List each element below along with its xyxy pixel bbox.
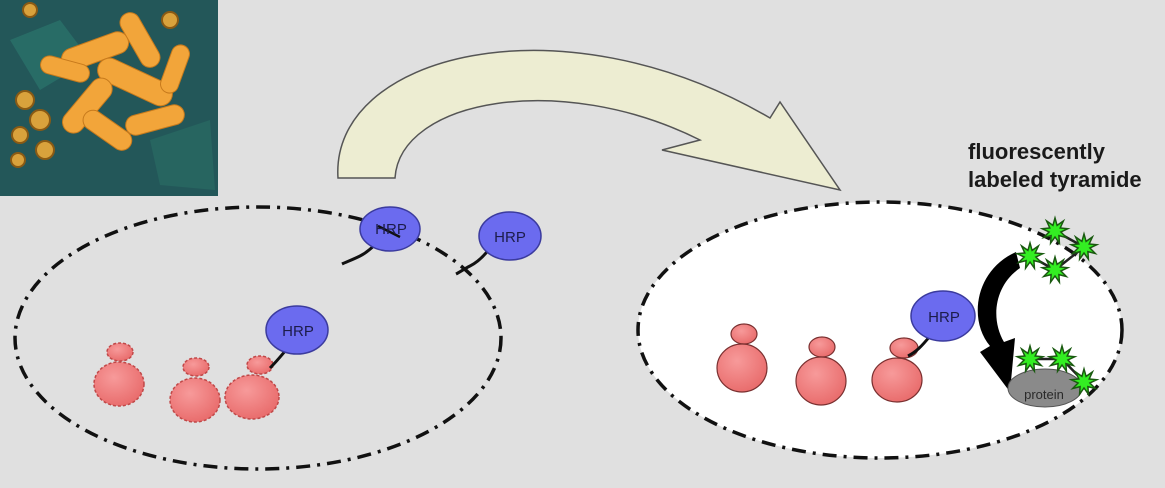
protein: protein — [1007, 368, 1083, 408]
green-star-icon — [1068, 231, 1100, 262]
hrp-enzyme-entering: HRP — [341, 206, 421, 266]
tyramide-label: fluorescently labeled tyramide — [968, 138, 1142, 194]
green-star-icon — [1014, 240, 1046, 271]
hrp-label: HRP — [282, 323, 314, 340]
green-star-icon — [1014, 343, 1046, 374]
left-cell-targets — [93, 342, 280, 423]
tyramide-label-line2: labeled tyramide — [968, 167, 1142, 192]
tyramide-label-line1: fluorescently — [968, 139, 1105, 164]
hrp-label: HRP — [494, 229, 526, 246]
right-cell-targets — [716, 323, 923, 406]
hrp-enzyme-right: HRP — [907, 290, 976, 358]
hrp-enzyme-outside: HRP — [455, 211, 542, 276]
microscopy-photo — [0, 0, 218, 196]
hrp-label: HRP — [375, 221, 407, 238]
hrp-enzyme-bound: HRP — [265, 305, 329, 370]
green-star-icon — [1046, 343, 1078, 374]
curved-black-arrow-icon — [977, 252, 1020, 392]
left-cell — [13, 205, 503, 471]
green-star-icon — [1039, 254, 1071, 285]
hrp-label: HRP — [928, 309, 960, 326]
green-star-icon — [1068, 366, 1100, 397]
fluorophore-group — [1014, 215, 1100, 397]
right-cell — [636, 200, 1124, 460]
green-star-icon — [1039, 215, 1071, 246]
curved-arrow-icon — [337, 49, 842, 192]
svg-text:protein: protein — [1024, 387, 1064, 402]
